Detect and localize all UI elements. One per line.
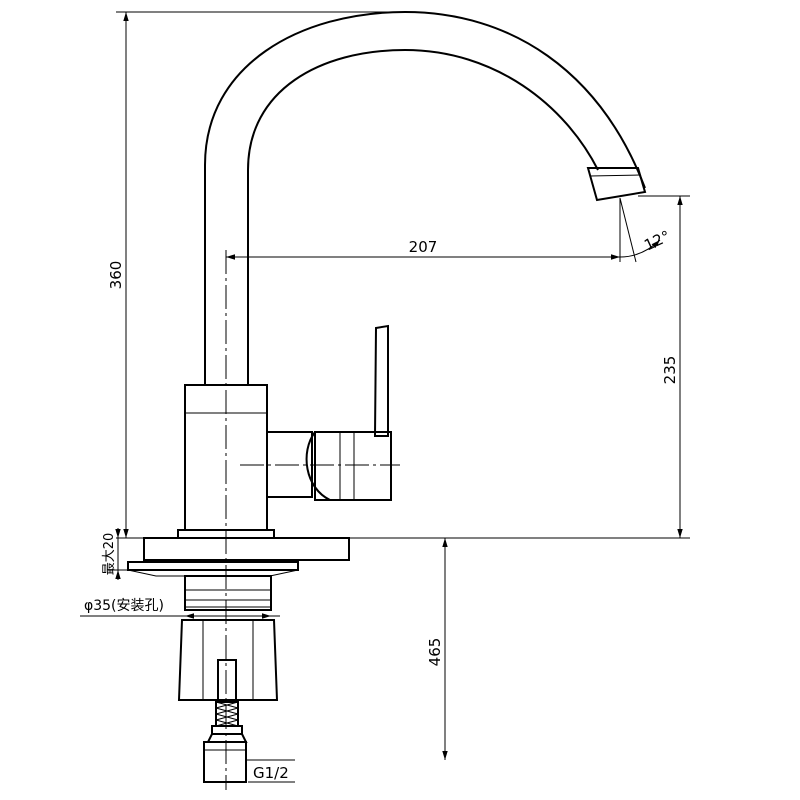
faucet-outline (127, 10, 647, 783)
inlet-thread-callout: G1/2 (253, 764, 289, 782)
mounting-nut (177, 619, 279, 701)
centerlines (225, 250, 400, 790)
dimension-mounting-hole-label: φ35(安装孔) (84, 598, 164, 614)
spout-inner-edge (247, 48, 599, 384)
threaded-shank (184, 575, 272, 611)
inlet-fitting (203, 741, 247, 783)
dimension-spout-height-label: 235 (661, 356, 679, 385)
inlet-thread-label: G1/2 (253, 764, 289, 782)
dimension-spout-reach: 207 (226, 238, 620, 260)
braided-hose (206, 701, 248, 743)
extension-lines (80, 11, 690, 783)
handle-cap (305, 431, 331, 501)
dimension-total-height-label: 360 (107, 261, 125, 290)
spout-outer-edge (204, 10, 646, 384)
countertop (143, 537, 350, 561)
dimension-mounting-hole: φ35(安装孔) (84, 598, 271, 619)
handle-lever (373, 324, 389, 437)
handle-base (314, 431, 392, 501)
dimension-spout-height: 235 (661, 196, 683, 538)
spout-tip (586, 167, 647, 202)
dimension-deck-thickness-label: 最大20 (102, 533, 117, 576)
dimension-spout-reach-label: 207 (409, 238, 438, 256)
dimension-below-deck: 465 (426, 538, 448, 760)
dimension-deck-thickness: 最大20 (102, 528, 121, 580)
dimension-spout-angle: 12° (619, 197, 673, 263)
dimension-below-deck-label: 465 (426, 638, 444, 667)
nut-slot (217, 659, 237, 701)
dimension-spout-angle-label: 12° (641, 227, 673, 255)
dimension-total-height: 360 (107, 12, 129, 538)
lock-plate (127, 561, 299, 571)
spout-tip-band (589, 174, 641, 177)
